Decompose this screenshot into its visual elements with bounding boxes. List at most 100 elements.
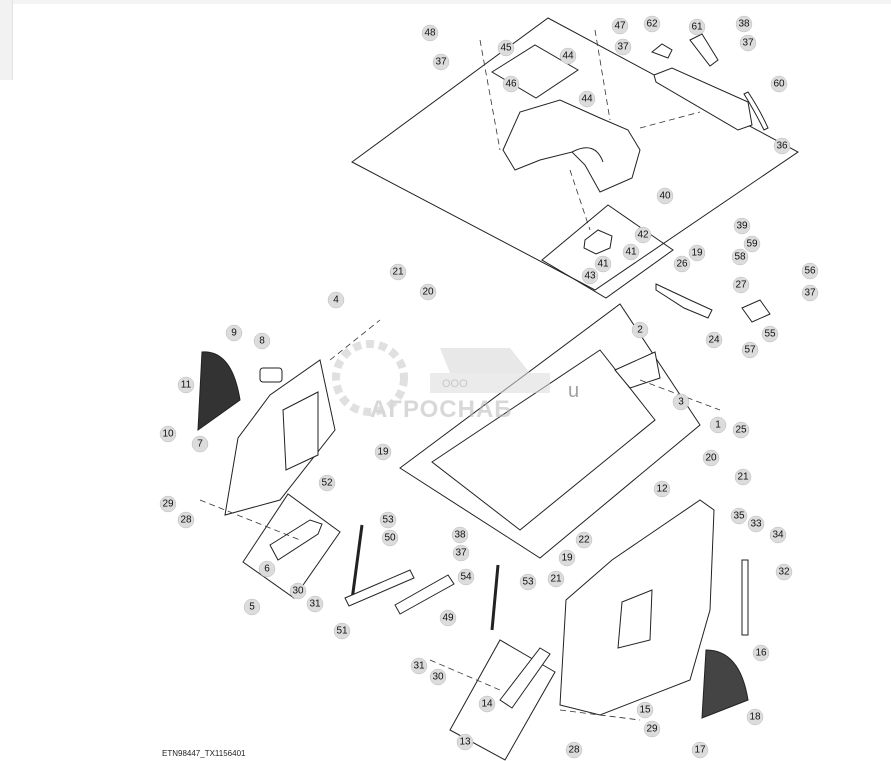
callout-bubble — [691, 741, 709, 759]
callout-35: 35 — [730, 507, 748, 525]
leader-roof-3 — [569, 169, 591, 231]
callout-number: 6 — [264, 564, 270, 575]
callout-36: 36 — [773, 137, 791, 155]
callout-bubble — [389, 263, 407, 281]
callout-1: 1 — [709, 416, 727, 434]
grille-16 — [701, 649, 749, 719]
callout-number: 34 — [772, 530, 784, 541]
callout-number: 2 — [637, 325, 643, 336]
callout-29: 29 — [643, 720, 661, 738]
callout-bubble — [636, 701, 654, 719]
callout-number: 48 — [424, 28, 436, 39]
callout-number: 50 — [384, 533, 396, 544]
strip-32 — [741, 559, 749, 636]
callout-bubble — [327, 291, 345, 309]
link-bar-50 — [344, 569, 415, 607]
callout-bubble — [159, 425, 177, 443]
callout-31: 31 — [306, 595, 324, 613]
callout-number: 18 — [749, 712, 761, 723]
inset-box-13 — [449, 639, 556, 761]
callout-number: 21 — [737, 472, 749, 483]
callout-bubble — [559, 47, 577, 65]
callout-number: 31 — [413, 661, 425, 672]
callout-number: 19 — [561, 553, 573, 564]
callout-number: 41 — [625, 247, 637, 258]
callout-number: 26 — [676, 259, 688, 270]
lever-arm-24 — [655, 283, 713, 319]
callout-number: 57 — [744, 345, 756, 356]
callout-17: 17 — [691, 741, 709, 759]
callout-number: 20 — [422, 287, 434, 298]
callout-number: 38 — [454, 530, 466, 541]
callout-number: 53 — [382, 515, 394, 526]
callout-number: 31 — [309, 599, 321, 610]
callout-60: 60 — [770, 75, 788, 93]
inset-box-40 — [541, 204, 674, 299]
callout-14: 14 — [478, 695, 496, 713]
callout-number: 55 — [764, 329, 776, 340]
callout-bubble — [732, 276, 750, 294]
callout-bubble — [631, 321, 649, 339]
callout-bubble — [735, 15, 753, 33]
callout-number: 44 — [581, 94, 593, 105]
inset-box-45 — [491, 44, 579, 99]
callout-number: 20 — [705, 453, 717, 464]
callout-29: 29 — [159, 495, 177, 513]
callout-32: 32 — [775, 563, 793, 581]
callout-number: 4 — [333, 295, 339, 306]
callout-58: 58 — [731, 248, 749, 266]
callout-bubble — [773, 137, 791, 155]
callout-31: 31 — [410, 657, 428, 675]
callout-bubble — [732, 421, 750, 439]
callout-41: 41 — [622, 243, 640, 261]
callout-11: 11 — [177, 376, 195, 394]
gas-strut-53-right — [490, 564, 500, 631]
callout-bubble — [634, 226, 652, 244]
callout-bubble — [709, 416, 727, 434]
callout-number: 43 — [584, 271, 596, 282]
callout-bubble — [502, 75, 520, 93]
callout-bubble — [594, 255, 612, 273]
callout-number: 13 — [459, 737, 471, 748]
callout-53: 53 — [379, 511, 397, 529]
callout-37: 37 — [739, 34, 757, 52]
callout-bubble — [318, 474, 336, 492]
callout-bubble — [575, 531, 593, 549]
callout-number: 35 — [733, 511, 745, 522]
callout-bubble — [421, 24, 439, 42]
callout-bubble — [741, 341, 759, 359]
callout-62: 62 — [643, 15, 661, 33]
mount-bracket-bar — [653, 67, 753, 131]
callout-19: 19 — [558, 549, 576, 567]
callout-number: 5 — [249, 602, 255, 613]
callout-bubble — [225, 324, 243, 342]
callout-number: 54 — [460, 572, 472, 583]
callout-number: 42 — [637, 230, 649, 241]
callout-bubble — [614, 38, 632, 56]
callout-number: 61 — [691, 22, 703, 33]
callout-number: 58 — [734, 252, 746, 263]
callout-21: 21 — [734, 468, 752, 486]
callout-41: 41 — [594, 255, 612, 273]
callout-number: 7 — [197, 439, 203, 450]
callout-number: 8 — [259, 336, 265, 347]
callout-bubble — [451, 526, 469, 544]
leader-low-1 — [329, 319, 381, 361]
callout-45: 45 — [497, 39, 515, 57]
callout-bubble — [702, 449, 720, 467]
callout-bubble — [177, 376, 195, 394]
leader-roof-4 — [639, 111, 701, 129]
callout-number: 29 — [646, 724, 658, 735]
callout-bubble — [191, 435, 209, 453]
callout-number: 59 — [746, 239, 758, 250]
callout-number: 28 — [568, 745, 580, 756]
callout-28: 28 — [177, 511, 195, 529]
callout-bubble — [673, 255, 691, 273]
hinge-6 — [269, 519, 323, 561]
callout-34: 34 — [769, 526, 787, 544]
callout-55: 55 — [761, 325, 779, 343]
callout-bubble — [379, 511, 397, 529]
callout-53: 53 — [519, 573, 537, 591]
